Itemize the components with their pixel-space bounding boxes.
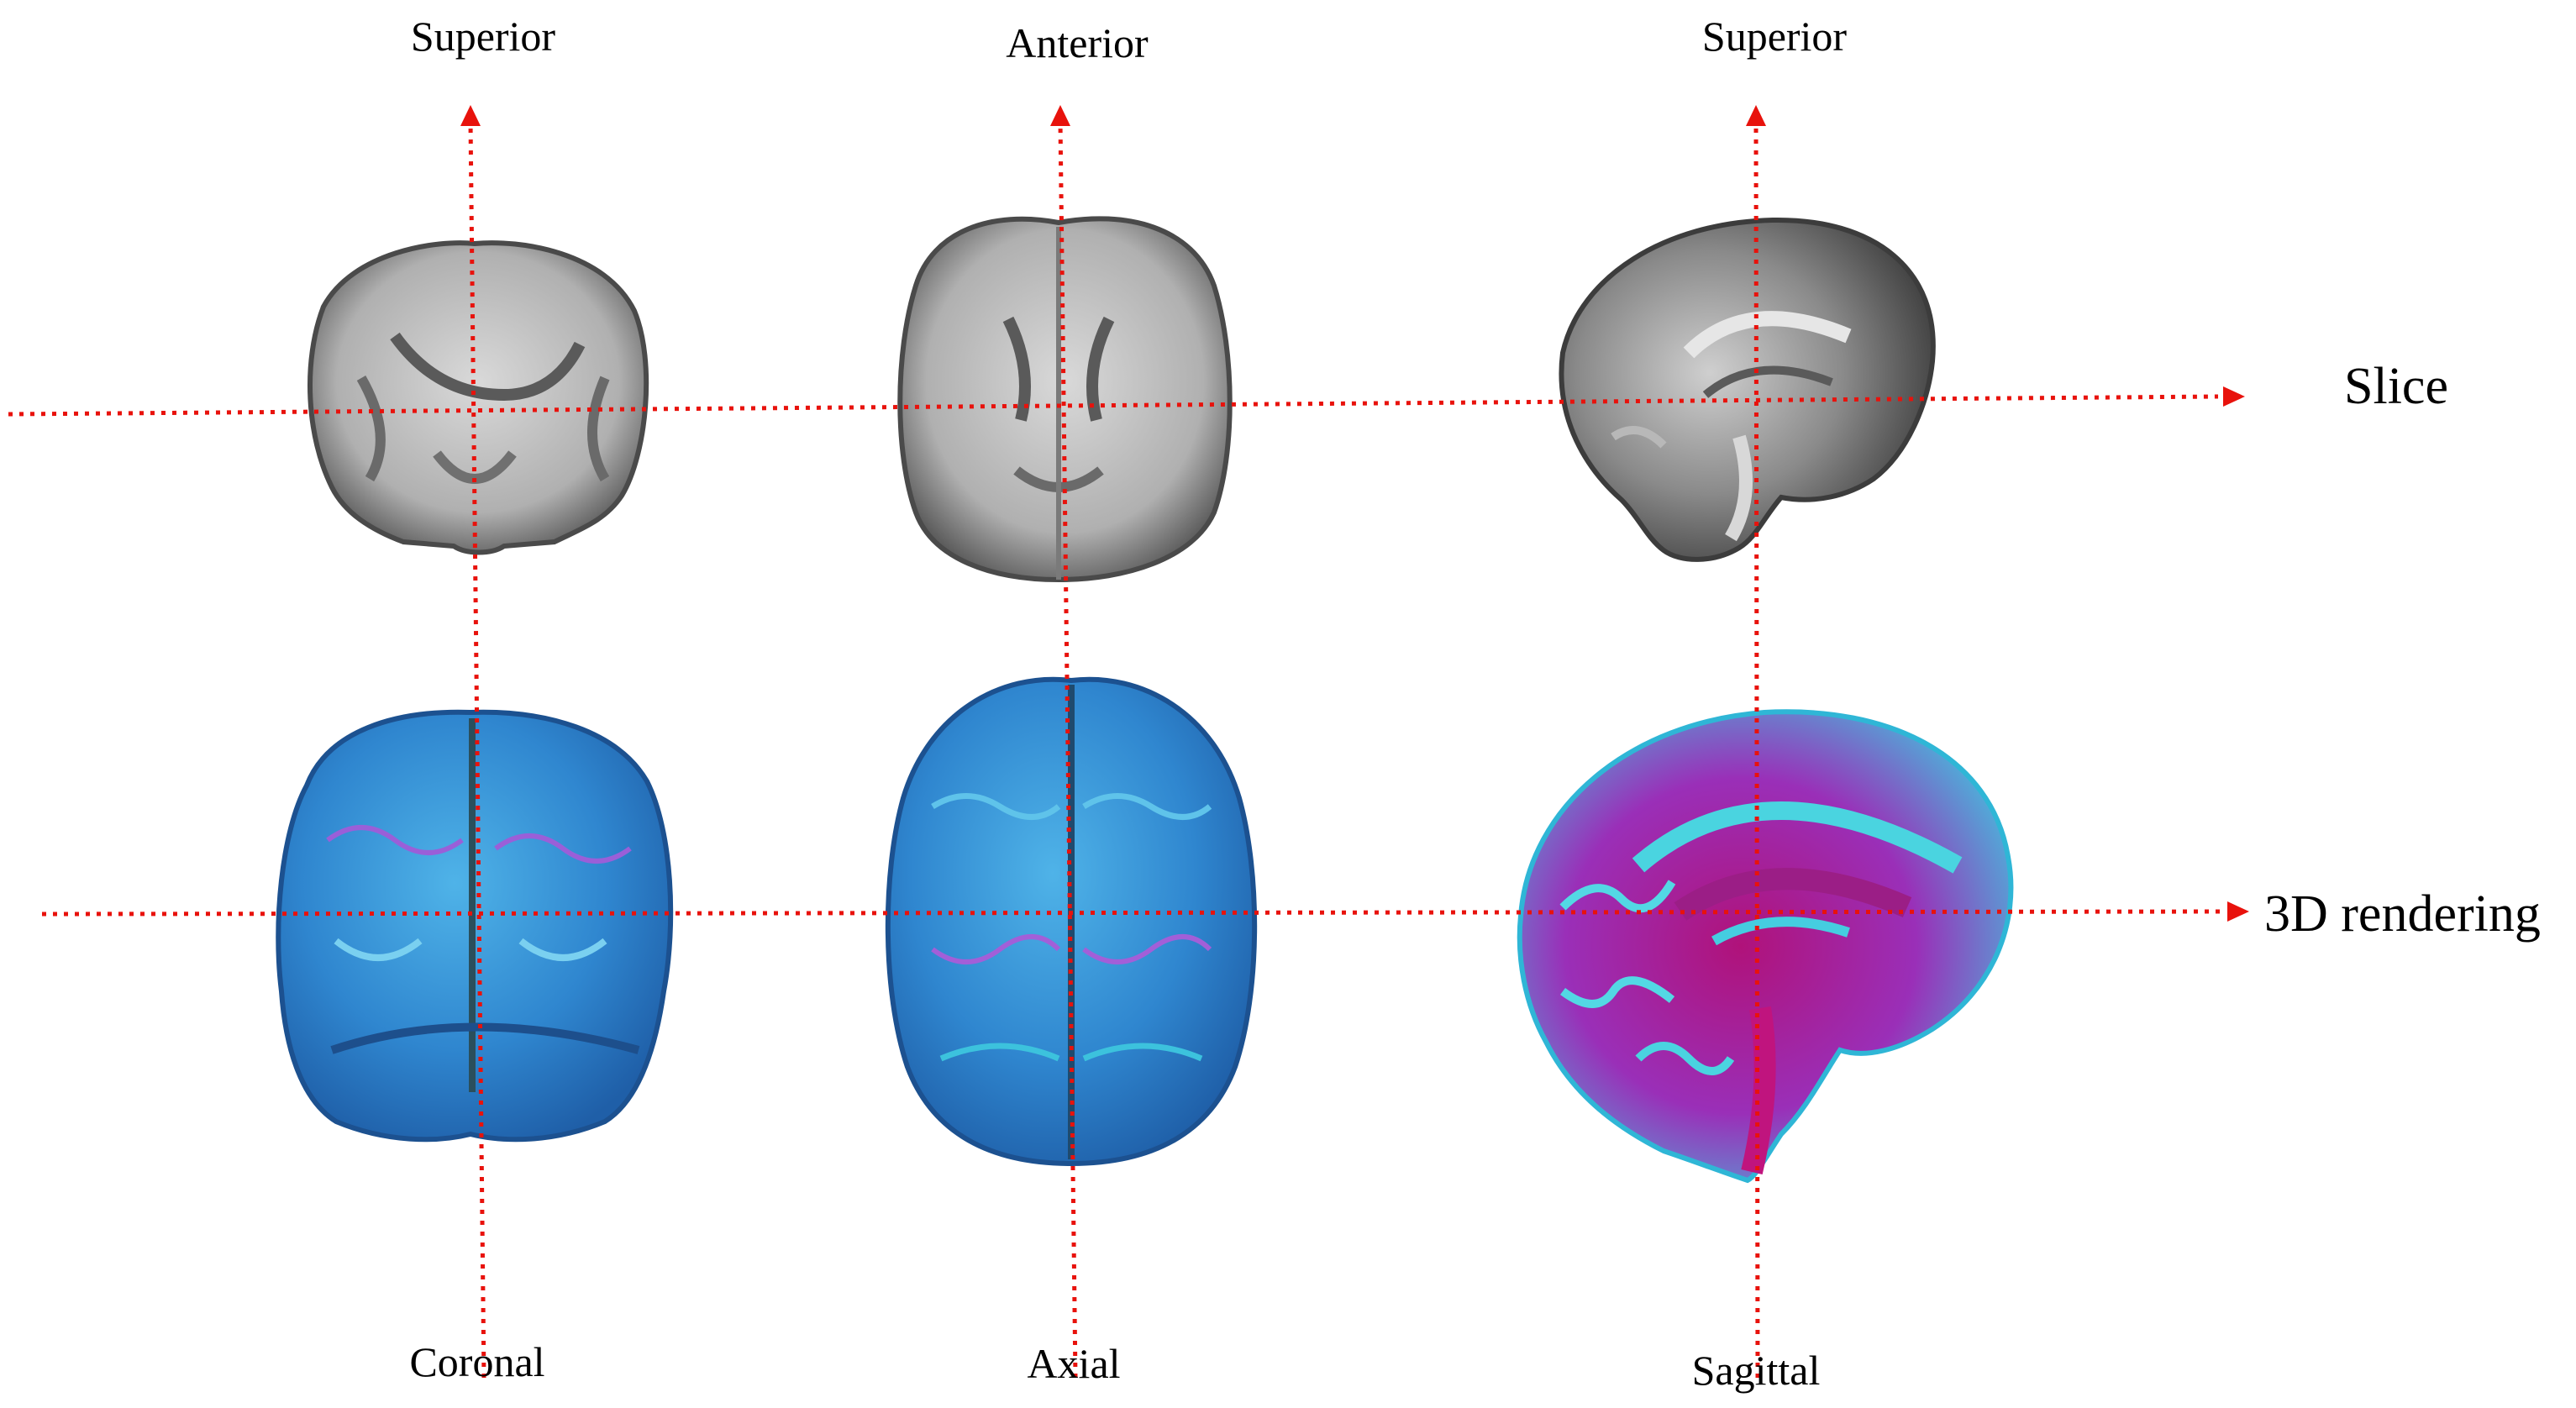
slice-row-label: Slice bbox=[2344, 358, 2448, 415]
vertical-axes bbox=[460, 105, 1766, 1379]
render-axis-arrowhead bbox=[2227, 901, 2249, 922]
axial-bottom-label: Axial bbox=[1027, 1340, 1120, 1387]
sagittal-slice-image bbox=[1559, 217, 1936, 562]
axial-axis-arrowhead bbox=[1050, 105, 1070, 126]
top-labels: Superior Anterior Superior bbox=[411, 13, 1848, 66]
coronal-slice-image bbox=[307, 240, 649, 555]
coronal-column bbox=[276, 240, 674, 1143]
sagittal-3d-render bbox=[1517, 709, 2014, 1184]
render-row-label: 3D rendering bbox=[2264, 885, 2541, 943]
slice-axis-arrowhead bbox=[2223, 386, 2245, 407]
axial-column bbox=[885, 216, 1258, 1167]
sagittal-bottom-label: Sagittal bbox=[1692, 1347, 1821, 1394]
coronal-axis-arrowhead bbox=[460, 105, 481, 126]
axial-top-label: Anterior bbox=[1006, 19, 1149, 66]
coronal-vertical-axis bbox=[468, 121, 486, 1379]
sagittal-column bbox=[1517, 217, 2014, 1184]
row-labels: Slice 3D rendering bbox=[2264, 358, 2541, 943]
horizontal-axes bbox=[8, 386, 2249, 922]
slice-horizontal-axis bbox=[8, 394, 2219, 417]
axial-vertical-axis bbox=[1058, 121, 1078, 1379]
axial-slice-image bbox=[897, 216, 1233, 583]
bottom-labels: Coronal Axial Sagittal bbox=[409, 1338, 1820, 1394]
sagittal-top-label: Superior bbox=[1702, 13, 1848, 60]
render-horizontal-axis bbox=[41, 909, 2223, 917]
coronal-bottom-label: Coronal bbox=[409, 1338, 544, 1385]
coronal-3d-render bbox=[276, 709, 674, 1143]
sagittal-axis-arrowhead bbox=[1746, 105, 1766, 126]
sagittal-vertical-axis bbox=[1753, 121, 1760, 1379]
coronal-top-label: Superior bbox=[411, 13, 556, 60]
